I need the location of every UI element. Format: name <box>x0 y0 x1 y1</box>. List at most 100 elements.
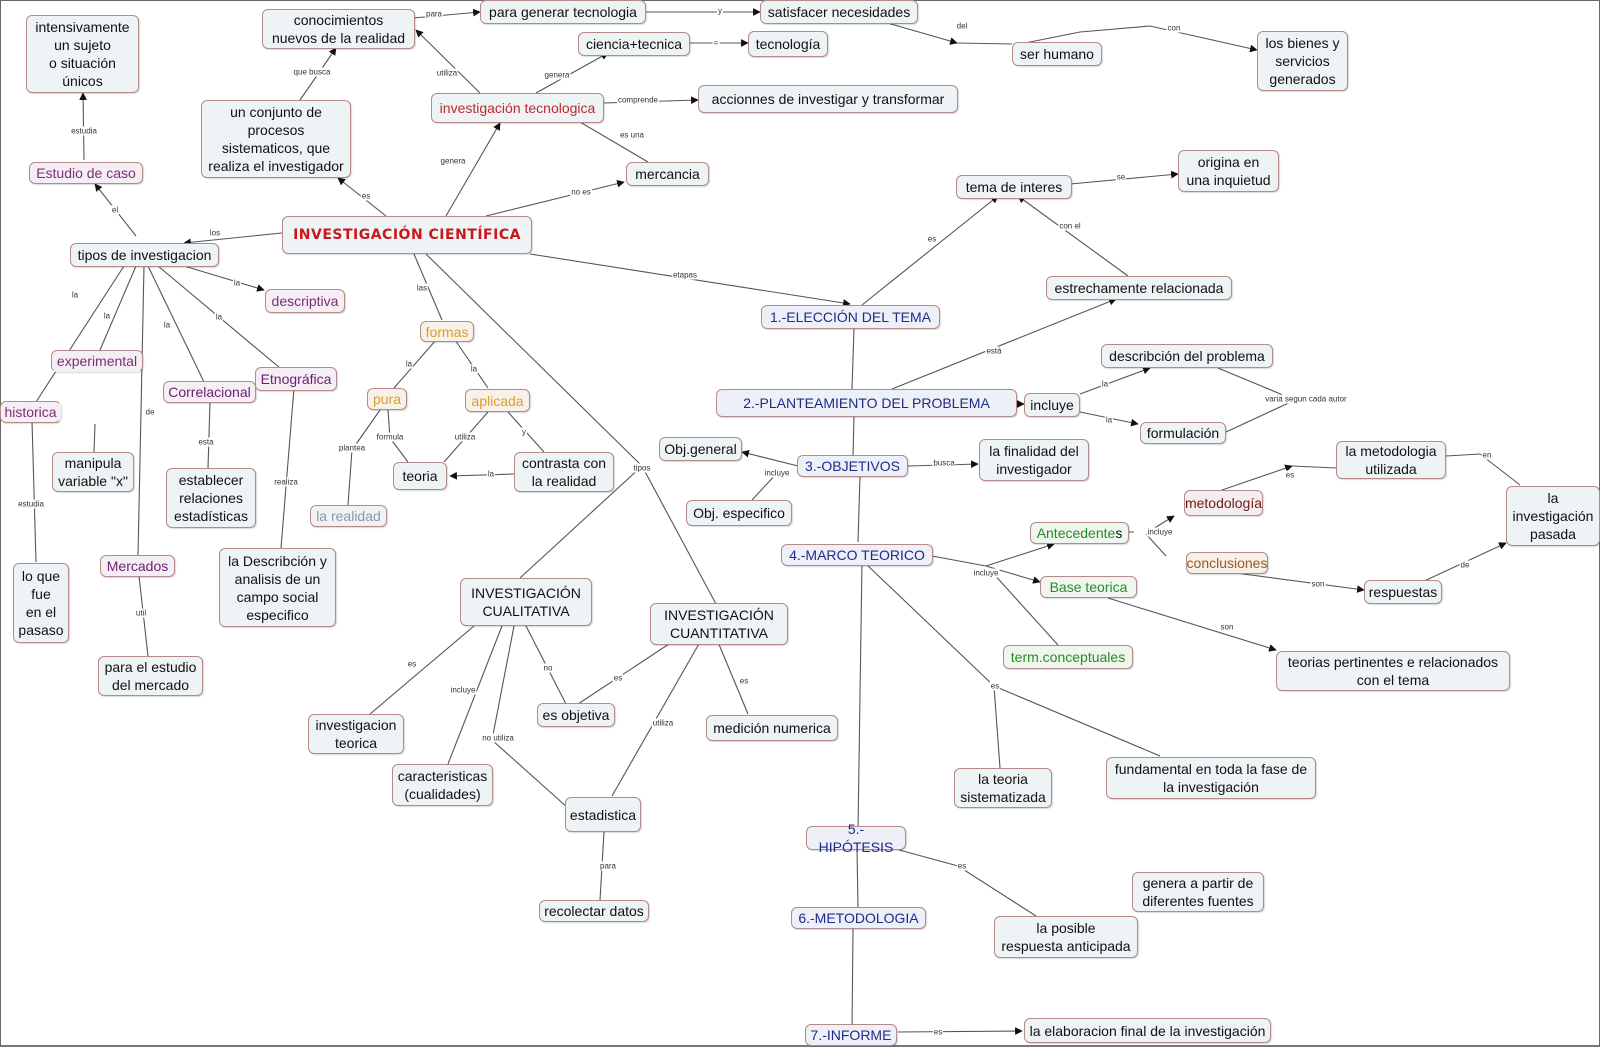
node-bienes[interactable]: los bienes y servicios generados <box>1257 31 1348 91</box>
node-pura[interactable]: pura <box>367 388 407 410</box>
node-origina[interactable]: origina en una inquietud <box>1178 150 1279 192</box>
node-conjunto[interactable]: un conjunto de procesos sistematicos, qu… <box>201 100 351 178</box>
node-caracteristicas[interactable]: caracteristicas (cualidades) <box>392 764 493 806</box>
label-no-utiliza: no utiliza <box>481 733 515 743</box>
node-term-conceptuales[interactable]: term.conceptuales <box>1003 645 1133 669</box>
node-tema-interes[interactable]: tema de interes <box>956 175 1072 199</box>
node-teoria-sistematizada[interactable]: la teoria sistematizada <box>954 768 1052 808</box>
node-estadistica[interactable]: estadistica <box>565 797 641 832</box>
node-cuantitativa[interactable]: INVESTIGACIÓN CUANTITATIVA <box>650 603 788 645</box>
node-teoria[interactable]: teoria <box>393 462 447 490</box>
node-la-realidad[interactable]: la realidad <box>310 505 387 527</box>
node-descripcion-problema[interactable]: describción del problema <box>1101 344 1273 368</box>
node-informe[interactable]: 7.-INFORME <box>805 1024 897 1046</box>
node-inv-tecnologica[interactable]: investigación tecnologica <box>431 93 604 123</box>
label-plantea: plantea <box>337 443 367 453</box>
link-incluye-obj <box>741 449 799 467</box>
link-la-apl <box>454 339 489 389</box>
node-acciones[interactable]: accionnes de investigar y transformar <box>698 85 958 113</box>
node-incluye[interactable]: incluye <box>1024 393 1080 417</box>
node-medicion[interactable]: medición numerica <box>706 715 838 741</box>
node-descriptiva[interactable]: descriptiva <box>265 289 345 313</box>
node-satisfacer[interactable]: satisfacer necesidades <box>760 0 918 24</box>
label-incluye-obj: incluye <box>763 468 791 478</box>
node-eleccion[interactable]: 1.-ELECCIÓN DEL TEMA <box>761 305 940 329</box>
link-incluye-ant-b <box>1145 533 1167 557</box>
node-obj-especifico[interactable]: Obj. especifico <box>686 500 792 526</box>
label-es-hip: es <box>956 861 968 871</box>
node-contrasta[interactable]: contrasta con la realidad <box>514 452 614 492</box>
node-conclusiones[interactable]: conclusiones <box>1186 552 1268 574</box>
label-es-marco: es <box>989 681 1001 691</box>
label-es-inf: es <box>932 1027 944 1037</box>
node-metodologia-utilizada[interactable]: la metodologia utilizada <box>1336 441 1446 479</box>
node-correlacional[interactable]: Correlacional <box>163 381 256 403</box>
link-genera-ct <box>535 52 609 94</box>
label-tipos: tipos <box>632 463 652 473</box>
node-es-objetiva[interactable]: es objetiva <box>537 703 615 727</box>
node-hipotesis[interactable]: 5.-HIPÓTESIS <box>806 821 906 855</box>
label-genera-ct: genera <box>543 70 571 80</box>
link-tipos-main <box>425 253 643 467</box>
node-descripcion-campo[interactable]: la Describción y analisis de un campo so… <box>219 548 336 627</box>
node-inv-teorica[interactable]: investigacion teorica <box>308 714 404 754</box>
node-ser-humano[interactable]: ser humano <box>1012 42 1102 66</box>
node-obj-general[interactable]: Obj.general <box>659 437 742 461</box>
node-estudio-mercado[interactable]: para el estudio del mercado <box>98 656 203 696</box>
node-estudio-caso[interactable]: Estudio de caso <box>29 162 143 184</box>
node-historica[interactable]: historica <box>0 401 61 423</box>
node-metodologia-antecedentes[interactable]: metodología <box>1184 490 1263 516</box>
label-realiza: realiza <box>273 477 299 487</box>
label-etapas: etapas <box>671 270 699 280</box>
node-estrechamente[interactable]: estrechamente relacionada <box>1046 276 1232 300</box>
link-es-inf <box>897 1027 1023 1035</box>
node-teorias-pertinentes[interactable]: teorias pertinentes e relacionados con e… <box>1276 651 1510 691</box>
link-para <box>412 8 481 19</box>
node-finalidad[interactable]: la finalidad del investigador <box>979 439 1089 481</box>
node-posible[interactable]: la posible respuesta anticipada <box>994 916 1138 958</box>
link-son-base <box>1107 597 1277 652</box>
node-formulacion[interactable]: formulación <box>1140 422 1226 444</box>
node-aplicada[interactable]: aplicada <box>465 389 530 412</box>
node-elaboracion[interactable]: la elaboracion final de la investigación <box>1024 1018 1271 1043</box>
node-respuestas[interactable]: respuestas <box>1364 580 1442 604</box>
label-utiliza-cuant: utiliza <box>651 718 675 728</box>
link-no-es <box>485 179 625 217</box>
link-la-teoria <box>449 471 515 480</box>
node-intensivamente[interactable]: intensivamente un sujeto o situación úni… <box>26 15 139 93</box>
node-ciencia-tecnica[interactable]: ciencia+tecnica <box>578 32 690 56</box>
node-genera-partir[interactable]: genera a partir de diferentes fuentes <box>1132 872 1264 912</box>
node-lo-que-fue[interactable]: lo que fue en el pasaso <box>13 563 69 643</box>
label-no-es: no es <box>570 187 592 197</box>
node-etnografica[interactable]: Etnográfica <box>255 367 337 391</box>
node-mercados[interactable]: Mercados <box>100 555 175 577</box>
node-recolectar[interactable]: recolectar datos <box>539 900 649 922</box>
link-es-hip <box>891 847 1037 917</box>
node-base-teorica[interactable]: Base teorica <box>1040 576 1137 598</box>
node-inv-pasada[interactable]: la investigación pasada <box>1506 486 1600 546</box>
node-tipos[interactable]: tipos de investigacion <box>70 243 219 267</box>
node-investigacion-cientifica[interactable]: INVESTIGACIÓN CIENTÍFICA <box>282 216 532 254</box>
node-manipula[interactable]: manipula variable "x" <box>52 452 134 492</box>
node-mercancia[interactable]: mercancia <box>626 162 709 186</box>
link-de <box>137 265 145 557</box>
node-para-generar[interactable]: para generar tecnologia <box>480 0 646 24</box>
label-con-el: con el <box>1058 221 1082 231</box>
node-cualitativa[interactable]: INVESTIGACIÓN CUALITATIVA <box>460 578 592 626</box>
node-metodologia[interactable]: 6.-METODOLOGIA <box>791 907 926 929</box>
link-utiliza-it <box>415 29 481 94</box>
node-fundamental[interactable]: fundamental en toda la fase de la invest… <box>1106 757 1316 799</box>
node-tecnologia[interactable]: tecnología <box>748 31 828 57</box>
node-marco[interactable]: 4.-MARCO TEORICO <box>781 544 933 566</box>
link-realiza <box>280 387 295 549</box>
node-establecer[interactable]: establecer relaciones estadísticas <box>166 468 256 528</box>
node-formas[interactable]: formas <box>420 321 474 342</box>
node-objetivos[interactable]: 3.-OBJETIVOS <box>797 455 908 477</box>
link-stage-4-5 <box>857 561 863 831</box>
node-conocimientos[interactable]: conocimientos nuevos de la realidad <box>262 9 415 49</box>
node-planteamiento[interactable]: 2.-PLANTEAMIENTO DEL PROBLEMA <box>716 389 1017 417</box>
node-experimental[interactable]: experimental <box>51 350 143 372</box>
label-la-desc: la <box>232 278 242 288</box>
